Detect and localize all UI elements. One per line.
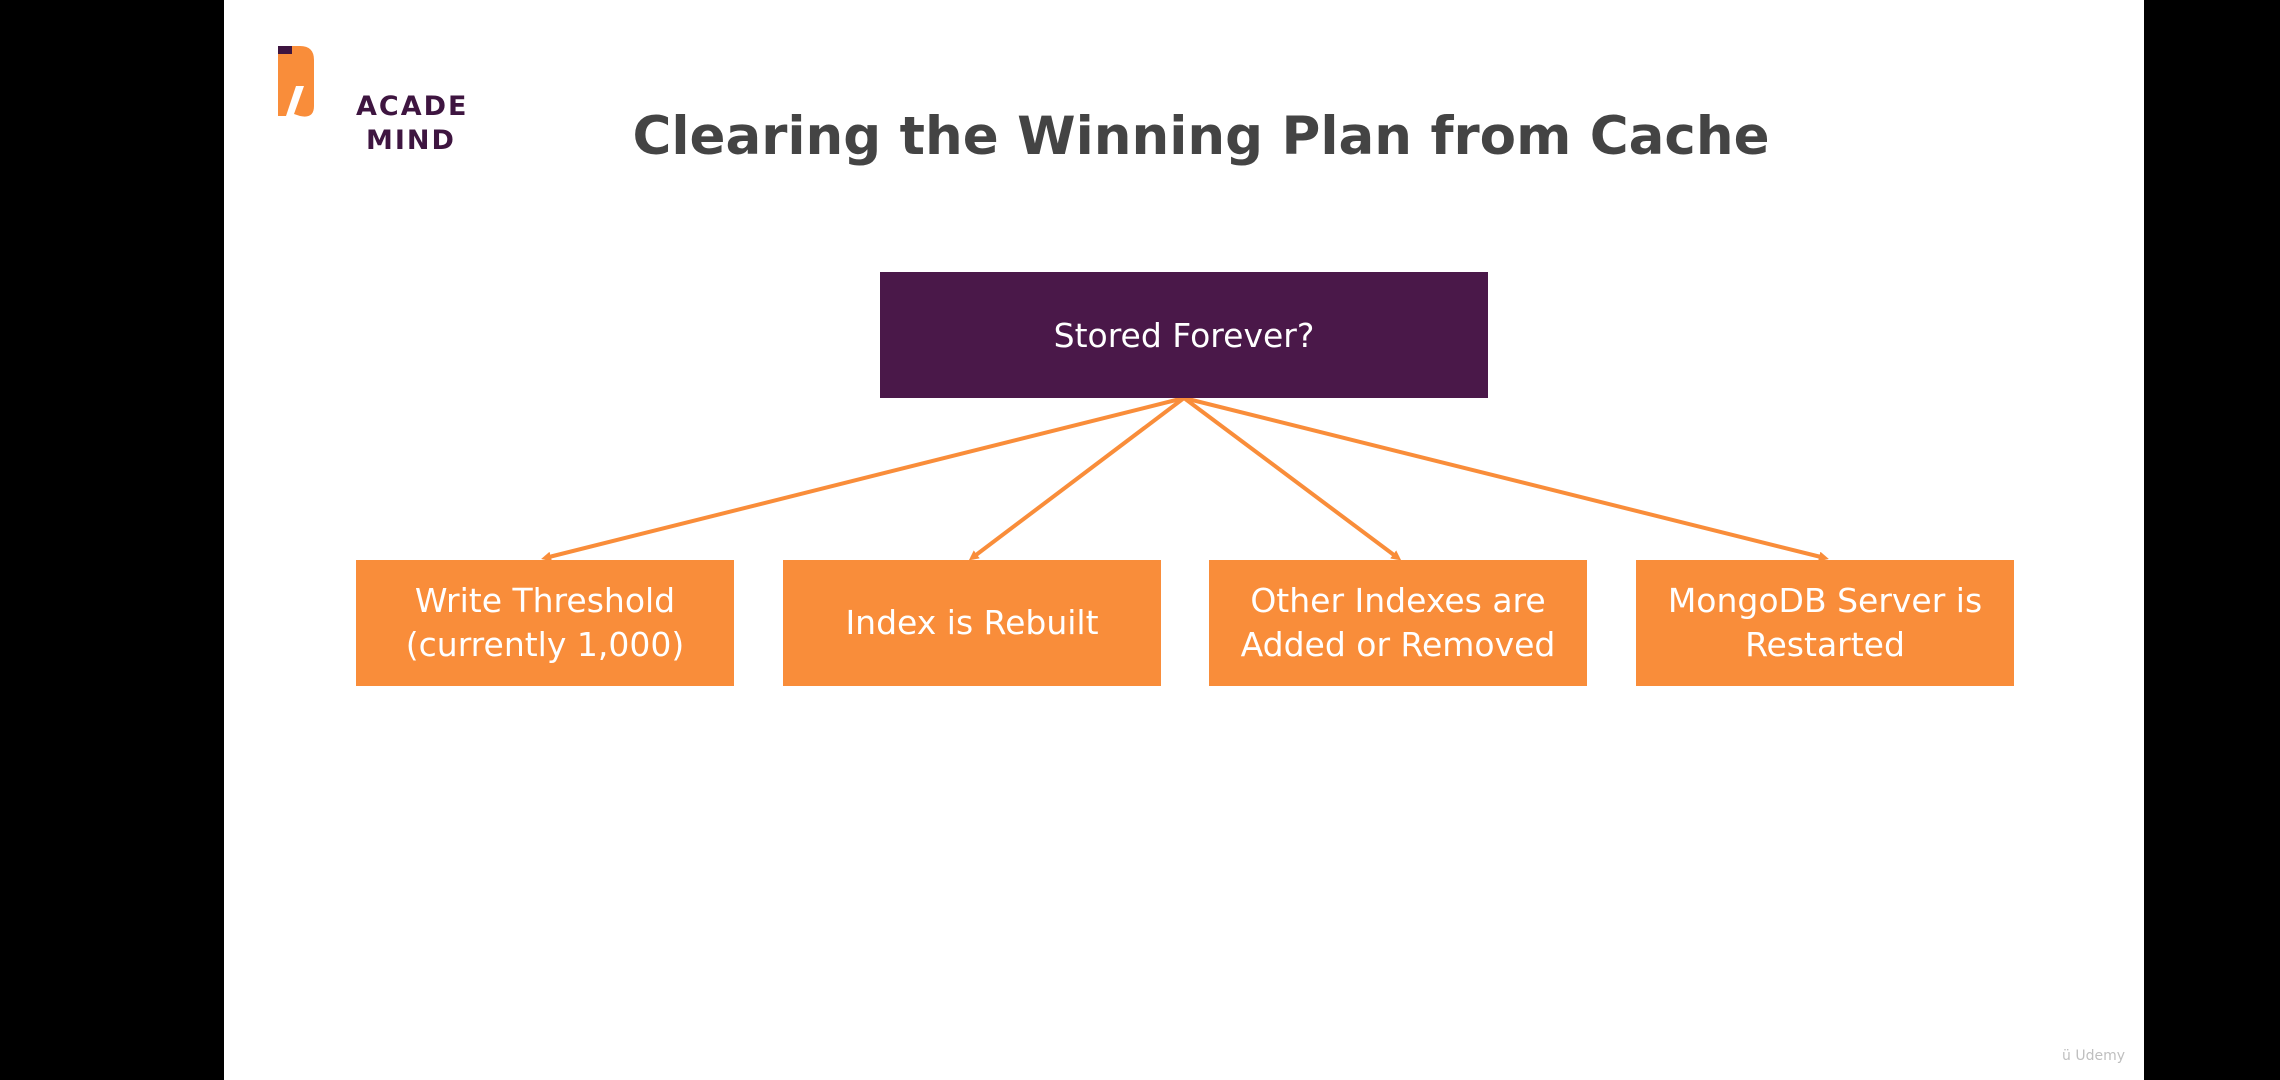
node-server-restarted-line1: MongoDB Server is — [1667, 581, 1983, 620]
connector-to-index-rebuilt — [968, 396, 1186, 561]
udemy-logo-icon: ü — [2062, 1048, 2071, 1064]
academind-flag-icon — [278, 46, 314, 117]
diagram-connectors — [541, 396, 1829, 562]
node-write-threshold-line2: (currently 1,000) — [405, 625, 685, 664]
node-write-threshold: Write Threshold (currently 1,000) — [356, 560, 734, 686]
connector-to-server-restarted — [1183, 396, 1829, 562]
root-node-stored-forever: Stored Forever? — [880, 272, 1488, 398]
node-other-indexes-line1: Other Indexes are — [1250, 581, 1546, 620]
node-other-indexes-line2: Added or Removed — [1240, 625, 1556, 664]
logo-text-line1: ACADE — [356, 91, 469, 122]
node-server-restarted: MongoDB Server is Restarted — [1636, 560, 2014, 686]
connector-to-write-threshold — [541, 396, 1185, 562]
node-write-threshold-line1: Write Threshold — [414, 581, 676, 620]
node-other-indexes: Other Indexes are Added or Removed — [1209, 560, 1587, 686]
logo-text-line2: MIND — [366, 125, 456, 156]
root-node-label: Stored Forever? — [1053, 315, 1315, 355]
node-index-rebuilt-line1: Index is Rebuilt — [845, 603, 1099, 642]
udemy-watermark: ü Udemy — [2062, 1048, 2125, 1064]
node-server-restarted-line2: Restarted — [1745, 625, 1905, 664]
udemy-watermark-text: Udemy — [2075, 1048, 2125, 1064]
academind-logo: ACADE MIND — [278, 44, 478, 164]
connector-to-other-indexes — [1182, 396, 1402, 561]
node-index-rebuilt: Index is Rebuilt — [783, 560, 1161, 686]
slide: ACADE MIND Clearing the Winning Plan fro… — [224, 0, 2144, 1080]
slide-title: Clearing the Winning Plan from Cache — [632, 106, 1770, 167]
